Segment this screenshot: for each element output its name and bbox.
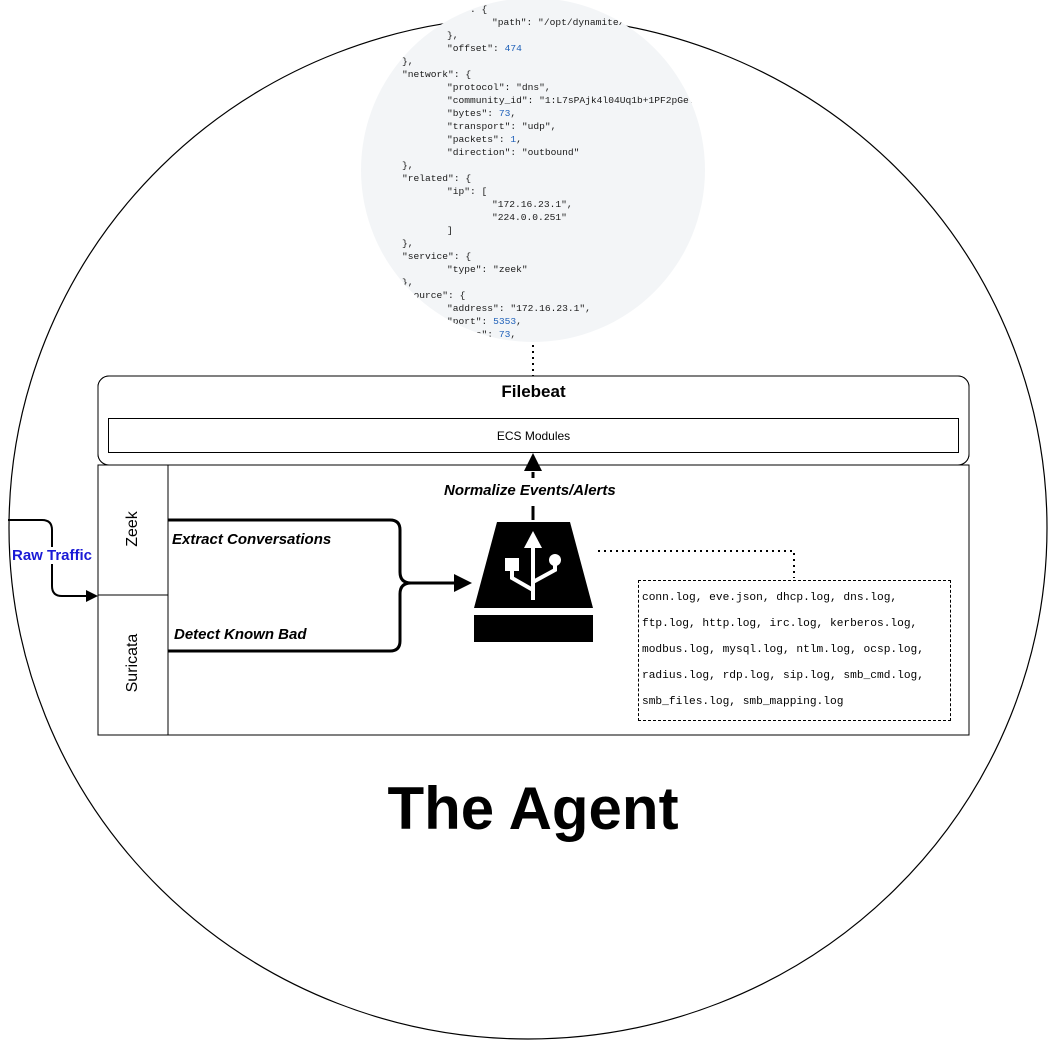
json-line-text: ] [447,225,453,236]
json-line: }, [402,276,414,289]
usb-drive-icon [474,522,593,642]
json-line: "transport": "udp", [447,120,556,133]
json-line: "type": "zeek" [447,263,528,276]
log-files-box: conn.log, eve.json, dhcp.log, dns.log, ft… [638,580,951,721]
json-line-text: "ip": [ [447,186,488,197]
json-line-text: "direction": "outbound" [447,147,580,158]
json-line: }, [402,237,414,250]
json-line-text: "172.16.23.1", [492,199,573,210]
extract-conversations-label: Extract Conversations [172,531,332,548]
json-line: "community_id": "1:L7sPAjk4l04Uq1b+1PF2p… [447,94,695,107]
json-number: 5353 [493,316,517,327]
json-line-text: "offset": [447,43,505,54]
json-line-text: "service": { [402,251,472,262]
json-line: }, [402,159,414,172]
filebeat-title: Filebeat [501,382,566,401]
json-line-text: }, [402,56,414,67]
json-line-text: }, [402,238,414,249]
json-line-text: }, [402,277,414,288]
raw-traffic-arrowhead [86,590,98,602]
json-number: 474 [504,43,522,54]
json-punctuation: , [516,134,522,145]
json-line: "related": { [402,172,471,185]
log-line: smb_files.log, smb_mapping.log [642,696,844,708]
json-punctuation: , [516,316,522,327]
json-line-text: "protocol": "dns", [447,82,551,93]
json-punctuation: , [510,108,517,119]
log-line: ftp.log, http.log, irc.log, kerberos.log… [642,618,918,630]
json-line-text: "community_id": "1:L7sPAjk4l04Uq1b+1PF2p… [447,95,695,106]
json-line-text: "type": "zeek" [447,264,528,275]
json-bubble [361,0,705,342]
detect-flow-line [168,581,412,653]
json-line: ] [447,224,453,237]
json-punctuation: , [510,329,517,340]
ecs-modules-label: ECS Modules [496,428,571,443]
zeek-label: Zeek [124,511,141,547]
json-line: "path": "/opt/dynamite/. [492,16,630,29]
json-line-text: "bytes": [447,108,499,119]
json-line-text: "224.0.0.251" [492,212,567,223]
normalize-arrowhead [524,453,542,471]
json-line: "bytes": 73, [447,107,516,120]
json-line-text: "packets": [447,134,511,145]
json-line: "direction": "outbound" [447,146,579,159]
json-line-text: }, [402,160,414,171]
json-line: "source": { [402,289,465,302]
json-line-text: }, [447,30,459,41]
json-line: }, [402,55,414,68]
json-line: "ip": [ [447,185,487,198]
json-line: }, [447,29,459,42]
suricata-label: Suricata [124,633,141,693]
json-line-text: "port": [447,316,494,327]
json-line-text: "transport": "udp", [447,121,557,132]
json-line: "172.16.23.1", [492,198,573,211]
detect-known-bad-label: Detect Known Bad [174,626,307,643]
json-line-text: "source": { [402,290,466,301]
json-line: "offset": 474 [447,42,522,55]
json-line: "packets": 1, [447,133,522,146]
json-line-text: "path": "/opt/dynamite/. [492,17,631,28]
json-line-text: "network": { [402,69,472,80]
log-line: radius.log, rdp.log, sip.log, smb_cmd.lo… [642,670,924,682]
log-line: modbus.log, mysql.log, ntlm.log, ocsp.lo… [642,644,924,656]
json-line: "protocol": "dns", [447,81,551,94]
json-line: "224.0.0.251" [492,211,567,224]
ecs-modules-box: ECS Modules [108,418,959,453]
json-number: 73 [498,329,511,340]
json-line: "address": "172.16.23.1", [447,302,591,315]
json-number: 73 [498,108,511,119]
merge-arrowhead [454,574,472,592]
json-line-text: "related": { [402,173,472,184]
log-line: conn.log, eve.json, dhcp.log, dns.log, [642,592,898,604]
json-line: "port": 5353, [447,315,522,328]
agent-title: The Agent [387,775,679,842]
extract-flow-line [168,518,412,585]
json-line-text: "address": "172.16.23.1", [447,303,591,314]
raw-traffic-label: Raw Traffic [11,547,94,564]
normalize-events-label: Normalize Events/Alerts [444,482,616,499]
json-line: "service": { [402,250,471,263]
json-number: 1 [510,134,517,145]
json-line: "network": { [402,68,471,81]
